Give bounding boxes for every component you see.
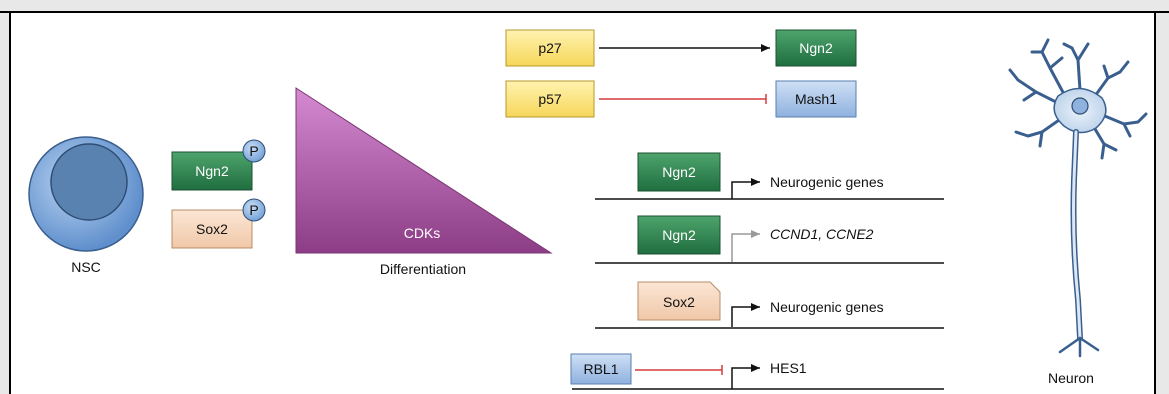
factor-box bbox=[637, 152, 721, 192]
factor-box bbox=[637, 215, 721, 255]
promoter-row-ngn2-cyclins: Ngn2 CCND1, CCNE2 bbox=[595, 215, 944, 264]
phospho-badge bbox=[242, 198, 266, 222]
target-label: Neurogenic genes bbox=[770, 299, 884, 315]
phospho-badge-label: P bbox=[249, 202, 258, 218]
dendrite bbox=[1008, 68, 1062, 106]
axon-terminals bbox=[1058, 336, 1100, 358]
dendrite bbox=[1014, 116, 1064, 148]
rbl1-box bbox=[570, 353, 632, 385]
dendrite bbox=[1062, 42, 1090, 92]
nsc-label: NSC bbox=[71, 259, 101, 275]
p57-box bbox=[505, 80, 595, 118]
ngn2-target-label: Ngn2 bbox=[799, 40, 833, 56]
mash1-label: Mash1 bbox=[795, 91, 837, 107]
p57-inhibition: p57 Mash1 bbox=[505, 80, 857, 118]
neuron-illustration bbox=[1008, 38, 1148, 358]
sox2-box bbox=[171, 209, 253, 249]
factor-label: Ngn2 bbox=[662, 227, 696, 243]
neuron-label: Neuron bbox=[1048, 370, 1094, 386]
p27-box bbox=[505, 29, 595, 67]
target-label: CCND1, CCNE2 bbox=[770, 226, 874, 242]
transcription-start-arrow bbox=[731, 364, 760, 389]
target-label: HES1 bbox=[770, 360, 807, 376]
cdks-label: CDKs bbox=[404, 225, 441, 241]
cdks-gradient-wedge bbox=[295, 87, 553, 254]
promoter-row-rbl1-hes1: RBL1 HES1 bbox=[570, 353, 944, 390]
factor-label: Sox2 bbox=[663, 294, 695, 310]
dendrite bbox=[1090, 122, 1118, 160]
transcription-start-arrow bbox=[731, 303, 760, 327]
nsc-cell: NSC bbox=[28, 136, 144, 275]
transcription-start-arrow bbox=[731, 230, 760, 262]
ngn2-label: Ngn2 bbox=[195, 163, 229, 179]
cdks-triangle: CDKs Differentiation bbox=[295, 87, 553, 277]
transcription-start-arrow bbox=[731, 178, 760, 199]
p27-activation: p27 Ngn2 bbox=[505, 29, 857, 67]
figure-panel bbox=[10, 13, 1155, 394]
phospho-badge bbox=[242, 139, 266, 163]
dendrite bbox=[1030, 38, 1067, 98]
axon bbox=[1072, 130, 1082, 340]
dendrite bbox=[1098, 112, 1148, 138]
p27-label: p27 bbox=[538, 40, 562, 56]
dendrite bbox=[1093, 60, 1130, 98]
nsc-nucleus bbox=[50, 143, 128, 221]
mash1-box bbox=[775, 80, 857, 118]
ngn2-box bbox=[171, 151, 253, 191]
differentiation-caption: Differentiation bbox=[380, 261, 466, 277]
factor-box bbox=[637, 281, 721, 321]
factor-label: Ngn2 bbox=[662, 164, 696, 180]
p57-label: p57 bbox=[538, 91, 562, 107]
target-label: Neurogenic genes bbox=[770, 174, 884, 190]
factor-label: RBL1 bbox=[583, 361, 618, 377]
sox2-label: Sox2 bbox=[196, 221, 228, 237]
ngn2-target-box bbox=[775, 29, 857, 67]
promoter-row-sox2-neurogenic: Sox2 Neurogenic genes bbox=[595, 281, 944, 329]
phospho-badge-label: P bbox=[249, 143, 258, 159]
promoter-row-ngn2-neurogenic: Ngn2 Neurogenic genes bbox=[595, 152, 944, 200]
phospho-sox2: Sox2 P bbox=[171, 198, 266, 249]
neuron-nucleus bbox=[1071, 97, 1089, 115]
phospho-ngn2: Ngn2 P bbox=[171, 139, 266, 191]
